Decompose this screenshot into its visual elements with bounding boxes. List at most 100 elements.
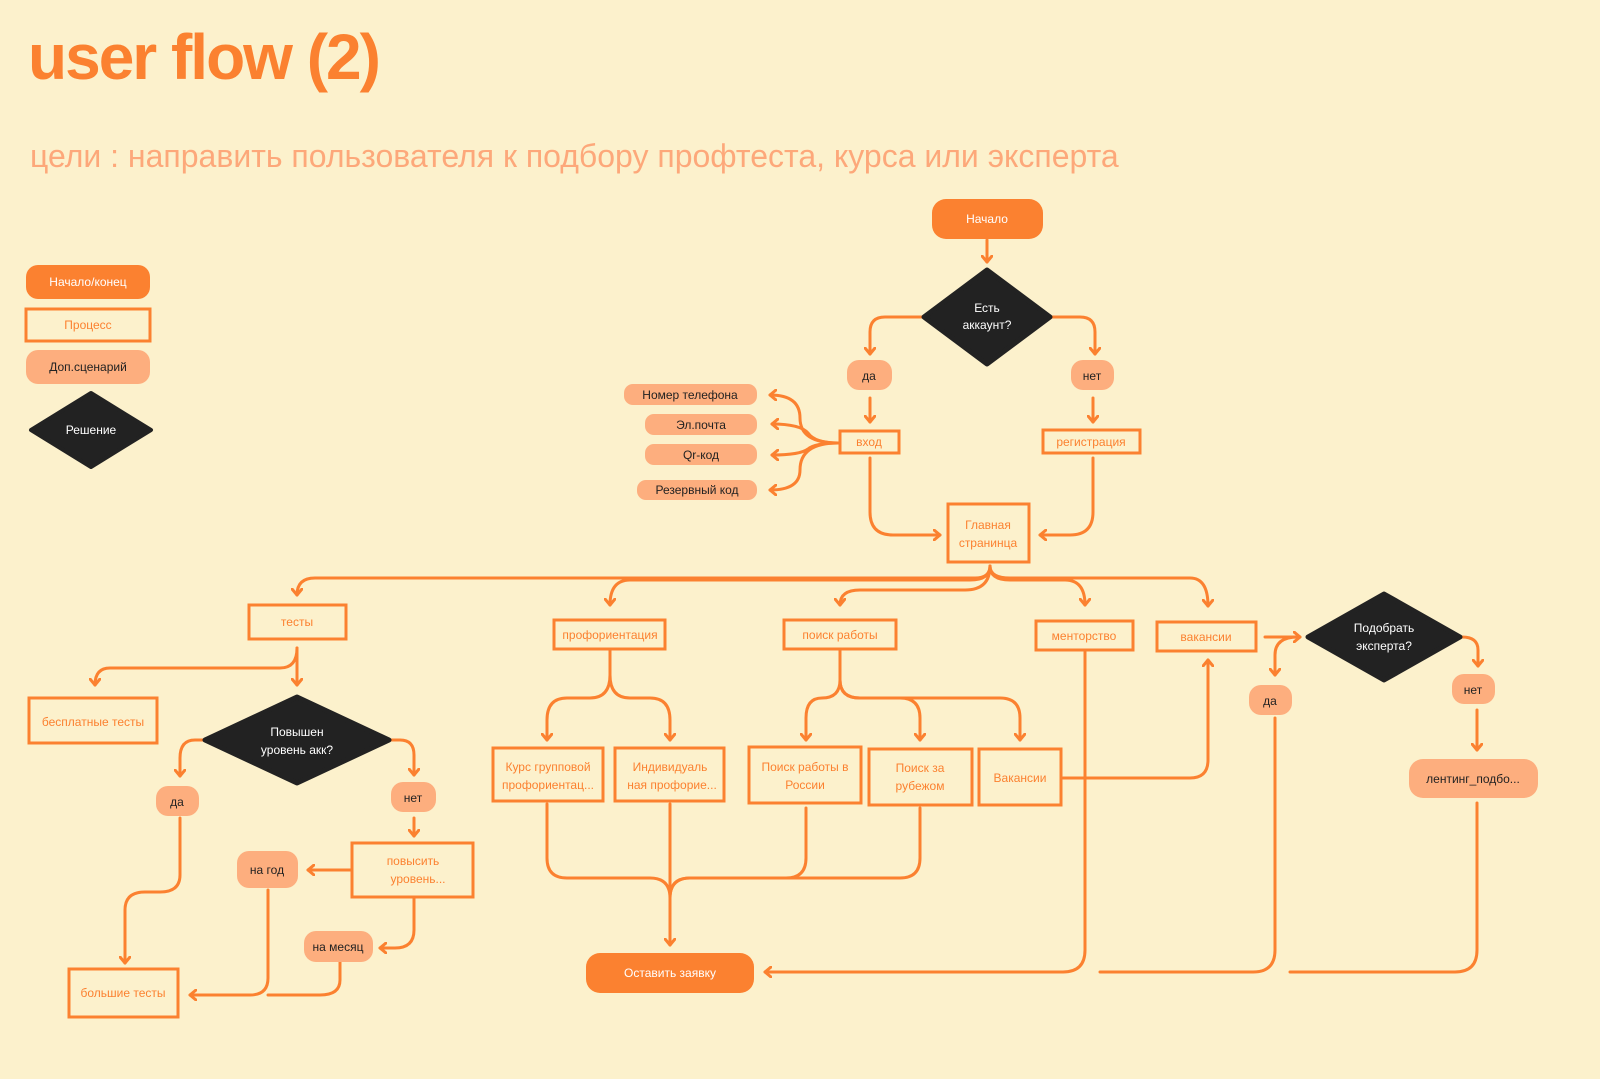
node-group-course: [491, 746, 605, 803]
legend-process-label: Процесс: [64, 318, 111, 332]
node-phone: [624, 384, 757, 405]
node-yes2-label: да: [170, 795, 184, 809]
node-abroad-label-1: Поиск за: [896, 761, 945, 775]
node-vacancies: [1155, 620, 1258, 653]
edge-decision-yes: [870, 315, 927, 356]
node-jobsearch-label: поиск работы: [802, 628, 877, 642]
edge-group-apply: [545, 802, 672, 900]
node-apply-label: Оставить заявку: [624, 966, 716, 980]
edge-job-russia: [806, 649, 842, 742]
node-no-expert-label: нет: [1464, 683, 1483, 697]
edge-expert-no: [1460, 635, 1478, 668]
edge-abroad-apply: [668, 806, 922, 900]
node-year-label: на год: [250, 863, 284, 877]
node-vac2: [977, 747, 1063, 807]
edge-vac2-vacancies: [1061, 658, 1208, 780]
node-apply: [586, 953, 754, 993]
legend-terminal-shape: [26, 265, 150, 299]
legend-decision-label: Решение: [66, 423, 117, 437]
node-main-label-2: странинца: [959, 536, 1018, 550]
edge-expert-yes: [1275, 635, 1300, 677]
node-landing-label: лентинг_подбо...: [1426, 772, 1520, 786]
legend-decision-shape: [29, 391, 153, 469]
node-big-tests: [67, 967, 180, 1019]
node-yes-expert: [1249, 685, 1292, 715]
page-subtitle: цели : направить пользователя к подбору …: [30, 138, 1119, 174]
node-qr-label: Qr-код: [683, 448, 719, 462]
node-raise-label-2: уровень...: [390, 872, 445, 886]
edge-russia-apply: [668, 806, 808, 900]
node-russia-label-1: Поиск работы в: [761, 760, 848, 774]
node-free-tests-label: бесплатные тесты: [42, 715, 144, 729]
node-russia-label-2: России: [785, 778, 825, 792]
node-email: [645, 414, 757, 435]
legend: Начало/конец Процесс Доп.сценарий Решени…: [24, 265, 153, 469]
node-yes-expert-label: да: [1263, 694, 1277, 708]
node-register: [1041, 428, 1142, 455]
node-pick-expert-label-2: эксперта?: [1356, 639, 1412, 653]
node-abroad: [867, 747, 974, 807]
node-upgraded-label-1: Повышен: [270, 725, 323, 739]
edge-year-big: [188, 888, 270, 995]
node-prof-label: профориентация: [562, 628, 657, 642]
edge-raise-month: [378, 896, 416, 948]
node-mentor: [1034, 619, 1135, 652]
node-landing: [1409, 759, 1538, 798]
node-russia: [747, 745, 863, 805]
edge-yes2-big: [125, 816, 182, 965]
node-month-label: на месяц: [313, 940, 364, 954]
edge-prof-individual: [608, 649, 670, 742]
edge-month-big: [266, 960, 342, 997]
edge-login-backup: [768, 441, 840, 490]
edge-register-main: [1038, 456, 1095, 535]
node-big-tests-label: большие тесты: [80, 986, 165, 1000]
edge-upgraded-no: [388, 738, 414, 777]
edge-upgraded-yes: [180, 738, 207, 778]
node-vacancies-label: вакансии: [1180, 630, 1231, 644]
legend-extra-label: Доп.сценарий: [49, 360, 127, 374]
node-upgraded-label-2: уровень акк?: [261, 743, 334, 757]
node-group-course-label-2: профориентац...: [502, 778, 594, 792]
node-group-course-label-1: Курс групповой: [505, 760, 590, 774]
edge-login-phone: [768, 395, 840, 445]
legend-extra-shape: [26, 350, 150, 384]
node-raise: [350, 841, 475, 899]
edge-tests-free: [95, 646, 299, 687]
node-raise-label-1: повысить: [387, 854, 440, 868]
node-yes2: [156, 786, 199, 816]
node-vac2-label: Вакансии: [994, 771, 1047, 785]
node-email-label: Эл.почта: [676, 418, 726, 432]
edge-main-vacancies: [988, 564, 1208, 608]
node-yes1: [847, 360, 892, 390]
edge-landing-apply: [1288, 801, 1479, 974]
node-qr: [645, 444, 757, 465]
edge-main-prof: [610, 564, 992, 607]
node-month: [304, 931, 373, 962]
node-individual-label-2: ная профорие...: [627, 778, 717, 792]
edge-login-main: [868, 456, 942, 535]
node-register-label: регистрация: [1056, 435, 1125, 449]
node-year: [237, 851, 298, 888]
connectors: [95, 238, 1479, 997]
node-no2: [391, 782, 436, 812]
node-abroad-label-2: рубежом: [896, 779, 945, 793]
node-has-account: [921, 267, 1053, 367]
edge-prof-group: [547, 649, 612, 742]
node-no2-label: нет: [404, 791, 423, 805]
node-phone-label: Номер телефона: [642, 388, 738, 402]
page-title: user flow (2): [28, 21, 381, 93]
legend-process-shape: [24, 307, 152, 343]
node-upgraded: [202, 694, 392, 786]
node-backup: [637, 480, 757, 500]
node-tests-label: тесты: [281, 615, 313, 629]
node-free-tests: [27, 696, 159, 745]
edge-mentor-apply: [763, 650, 1087, 972]
edge-yes-expert-apply: [1098, 716, 1277, 974]
node-pick-expert: [1305, 591, 1463, 683]
legend-terminal-label: Начало/конец: [49, 275, 127, 289]
node-main-label-1: Главная: [965, 518, 1011, 532]
node-mentor-label: менторство: [1052, 629, 1117, 643]
node-start: [932, 199, 1043, 239]
node-individual-label-1: Индивидуаль: [633, 760, 708, 774]
